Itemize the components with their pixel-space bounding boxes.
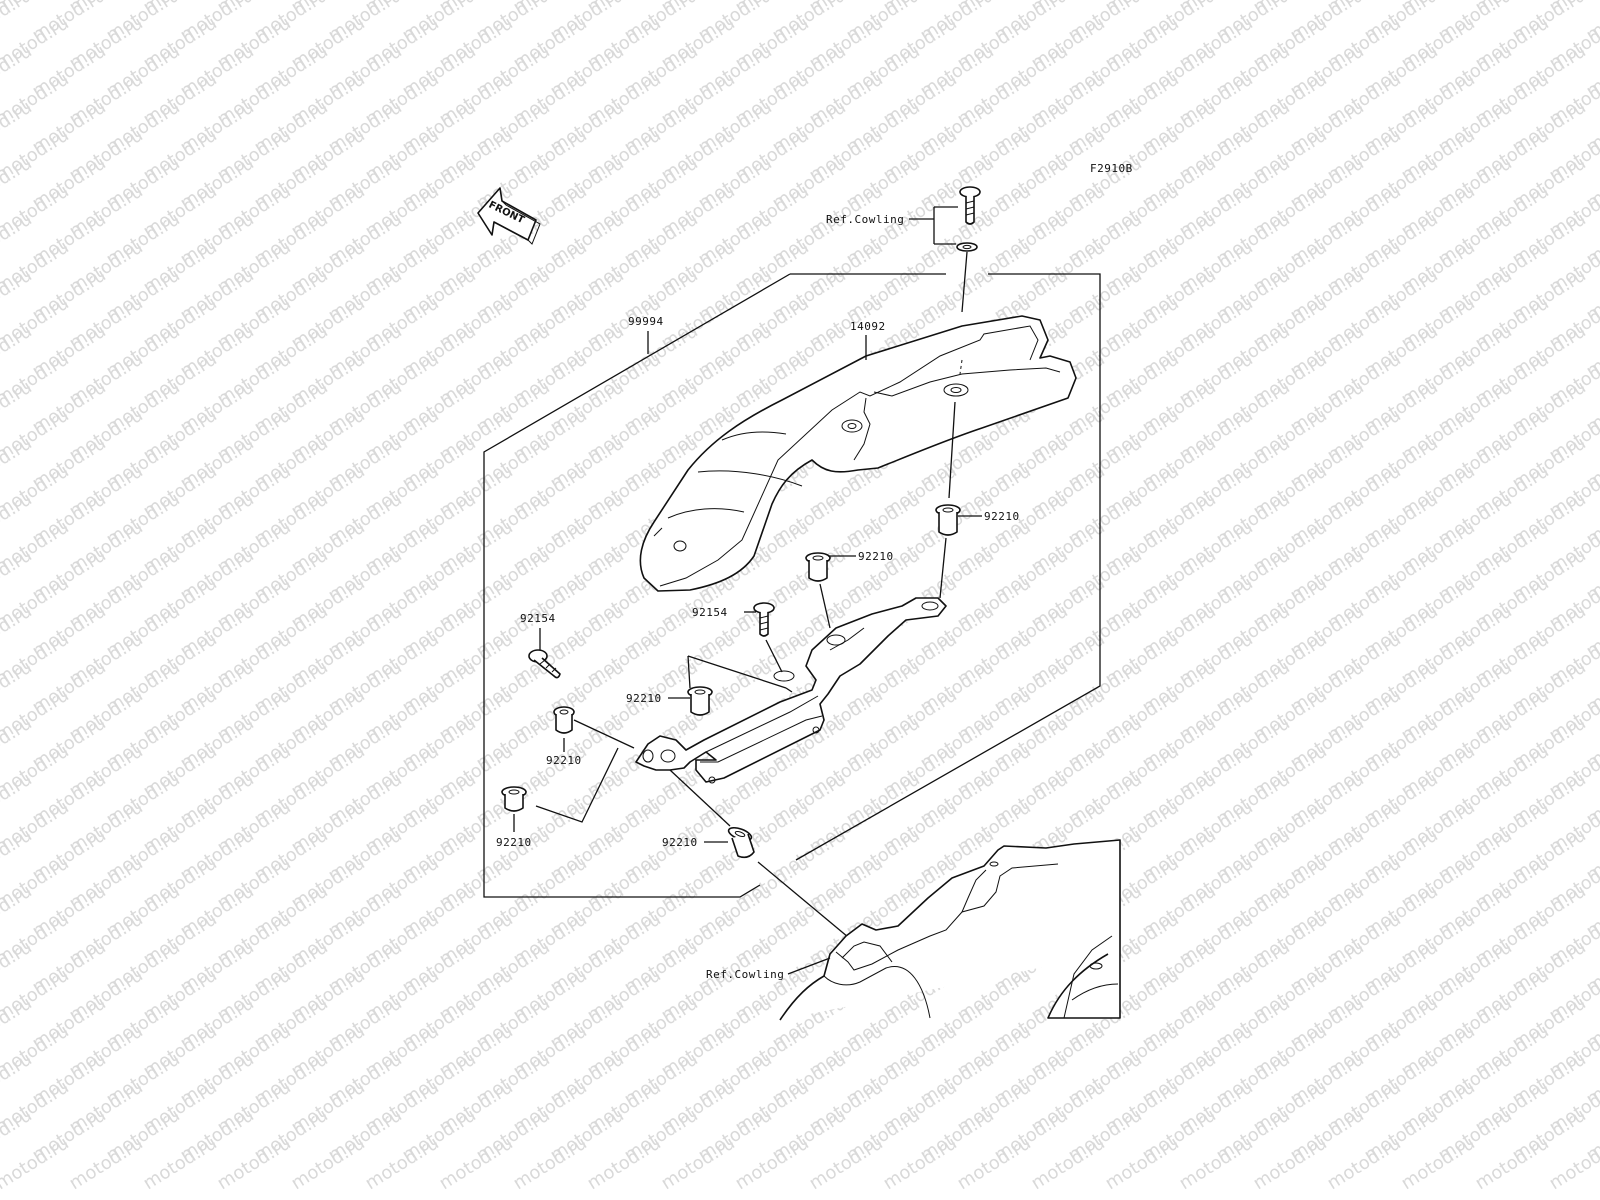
grommet-left-mid-part-number: 92210 (546, 754, 582, 767)
top-washer-icon (956, 242, 978, 252)
bolt-left-icon (528, 649, 561, 679)
ref-cowling-top-label: Ref.Cowling (826, 213, 904, 226)
grommet-left-lower-icon (501, 786, 527, 812)
cover-part-number: 14092 (850, 320, 886, 333)
grommet-bottom-part-number: 92210 (662, 836, 698, 849)
grommet-top-right-icon (935, 504, 961, 536)
mounting-bracket-icon (635, 597, 947, 784)
diagram-code: F2910B (1090, 162, 1133, 175)
assembly-part-number: 99994 (628, 315, 664, 328)
grommet-mid-part-number: 92210 (858, 550, 894, 563)
grommet-bottom-icon (727, 826, 755, 859)
grommet-left-upper-part-number: 92210 (626, 692, 662, 705)
front-direction-arrow-icon: FRONT (477, 187, 541, 245)
grommet-top-right-part-number: 92210 (984, 510, 1020, 523)
bolt-left-part-number: 92154 (520, 612, 556, 625)
top-bolt-icon (959, 186, 981, 225)
grommet-left-mid-icon (553, 706, 575, 734)
ref-cowling-bottom-label: Ref.Cowling (706, 968, 784, 981)
cowling-reference-body-icon (779, 839, 1121, 1021)
bolt-mid-part-number: 92154 (692, 606, 728, 619)
grommet-left-lower-part-number: 92210 (496, 836, 532, 849)
grommet-left-upper-icon (687, 686, 713, 716)
bolt-mid-icon (753, 602, 775, 637)
grommet-mid-icon (805, 552, 831, 582)
